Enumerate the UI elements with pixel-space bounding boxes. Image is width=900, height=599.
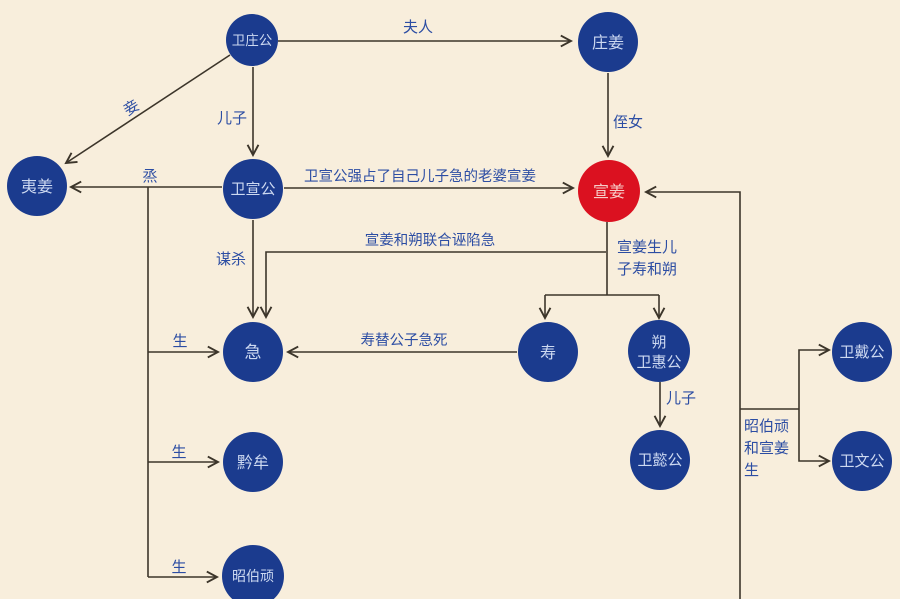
node-ji: 急 — [223, 322, 283, 382]
node-wei-xuan-gong-circle — [223, 159, 283, 219]
node-wei-yi-gong: 卫懿公 — [630, 430, 690, 490]
node-xuan-jiang-circle — [578, 160, 640, 222]
node-wei-xuan-gong-label: 卫宣公 — [230, 180, 275, 198]
node-wei-dai-gong: 卫戴公 — [832, 322, 892, 382]
edge-frame-ji-line — [259, 251, 606, 320]
edge-label-zbw-sheng-line1: 昭伯顽 — [744, 417, 789, 435]
edge-label-zheng: 烝 — [142, 167, 157, 185]
node-shou-circle — [518, 322, 578, 382]
node-qian-mou-circle — [223, 432, 283, 492]
edge-zhaobowan-to-xuanjiang-line — [643, 185, 741, 599]
edge-label-son-zhuanggong: 儿子 — [217, 109, 247, 127]
node-qian-mou: 黔牟 — [223, 432, 283, 492]
node-zhuang-jiang: 庄姜 — [578, 12, 638, 72]
edge-label-xuanjiang-sons-line1: 宣姜生儿 — [617, 238, 677, 256]
edge-label-birth-zhaobowan: 生 — [171, 558, 186, 576]
node-shuo-wei-hui-gong-label-line2: 卫惠公 — [636, 353, 681, 371]
node-wei-yi-gong-label: 卫懿公 — [637, 451, 682, 469]
node-wei-xuan-gong: 卫宣公 — [223, 159, 283, 219]
node-zhuang-jiang-circle — [578, 12, 638, 72]
node-yi-jiang: 夷姜 — [7, 156, 67, 216]
edge-label-zbw-sheng-line2: 和宣姜 — [744, 439, 789, 457]
node-wei-yi-gong-circle — [630, 430, 690, 490]
node-wei-wen-gong: 卫文公 — [832, 431, 892, 491]
edge-label-birth-ji: 生 — [172, 332, 187, 350]
node-xuan-jiang-label: 宣姜 — [593, 182, 625, 201]
edge-to-daigong-line — [798, 343, 832, 409]
node-wei-zhuang-gong-label: 卫庄公 — [232, 32, 273, 49]
edge-label-xuanjiang-sons-line2: 子寿和朔 — [617, 260, 677, 278]
node-shou-label: 寿 — [540, 343, 556, 362]
node-yi-jiang-circle — [7, 156, 67, 216]
edge-label-murder: 谋杀 — [216, 250, 246, 268]
edge-label-concubine: 妾 — [120, 96, 142, 119]
node-wei-wen-gong-label: 卫文公 — [839, 452, 884, 470]
node-zhuang-jiang-label: 庄姜 — [592, 33, 624, 52]
node-shou: 寿 — [518, 322, 578, 382]
edge-label-wife: 夫人 — [403, 18, 433, 36]
edge-labels: 夫人 妾 儿子 侄女 烝 卫宣公强占了自己儿子急的老婆宣姜 宣姜和朔联合诬陷急 … — [120, 18, 789, 576]
node-wei-dai-gong-circle — [832, 322, 892, 382]
node-qian-mou-label: 黔牟 — [237, 453, 269, 472]
node-shuo-wei-hui-gong: 朔 卫惠公 — [628, 320, 690, 382]
node-ji-label: 急 — [245, 343, 262, 363]
node-wei-zhuang-gong: 卫庄公 — [226, 14, 278, 66]
edge-label-niece: 侄女 — [613, 113, 643, 131]
edge-label-birth-qianmou: 生 — [171, 443, 186, 461]
node-wei-dai-gong-label: 卫戴公 — [839, 343, 884, 361]
node-yi-jiang-label: 夷姜 — [21, 177, 53, 196]
node-wei-wen-gong-circle — [832, 431, 892, 491]
node-shuo-wei-hui-gong-circle — [628, 320, 690, 382]
edge-to-wengong-line — [798, 409, 832, 468]
node-xuan-jiang: 宣姜 — [578, 160, 640, 222]
node-ji-circle — [223, 322, 283, 382]
edge-label-shou-die: 寿替公子急死 — [361, 332, 448, 349]
nodes: 卫庄公 庄姜 夷姜 卫宣公 宣姜 急 寿 朔 卫惠公 — [7, 12, 892, 599]
node-zhao-bo-wan-circle — [222, 545, 284, 599]
edge-label-son-shuo: 儿子 — [666, 389, 696, 407]
edge-label-frame-ji: 宣姜和朔联合诬陷急 — [365, 232, 496, 249]
edge-concubine-line — [64, 54, 231, 165]
edge-label-seize-wife: 卫宣公强占了自己儿子急的老婆宣姜 — [304, 168, 536, 185]
edges — [64, 34, 832, 599]
node-zhao-bo-wan-label: 昭伯顽 — [232, 569, 274, 585]
node-zhao-bo-wan: 昭伯顽 — [222, 545, 284, 599]
node-wei-zhuang-gong-circle — [226, 14, 278, 66]
edge-label-zbw-sheng-line3: 生 — [744, 461, 759, 479]
node-shuo-wei-hui-gong-label-line1: 朔 — [651, 333, 666, 351]
